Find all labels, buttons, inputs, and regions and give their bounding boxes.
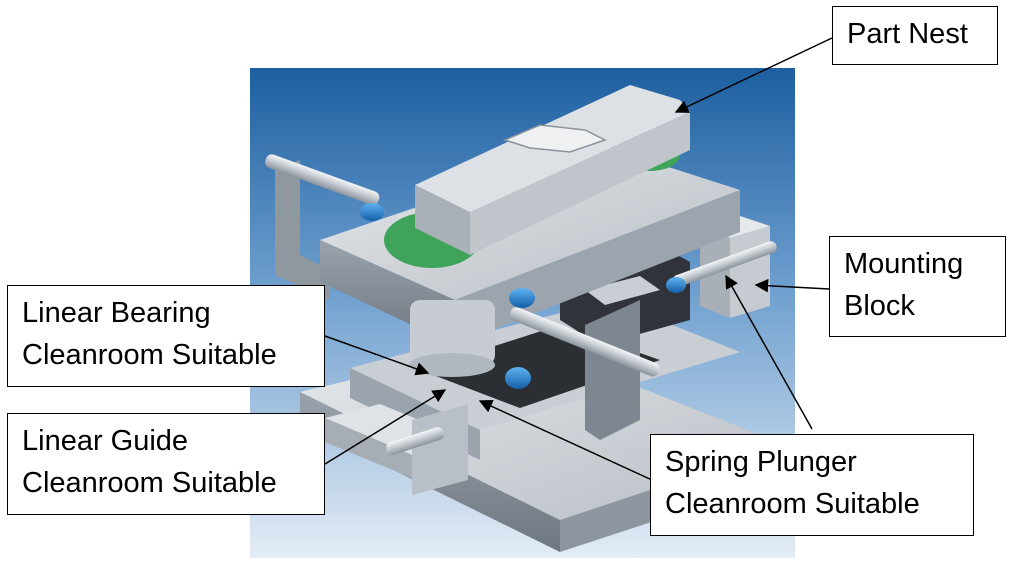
callout-spring-plunger-line-1: Spring Plunger xyxy=(665,446,857,478)
callout-mounting-block-line-1: Mounting xyxy=(844,248,964,280)
part-nest-side xyxy=(470,112,690,255)
leader-spring-plunger xyxy=(478,399,653,481)
blue-cap-left xyxy=(360,203,384,221)
part-pocket xyxy=(502,124,607,153)
carriage-detail xyxy=(585,276,660,305)
callout-part-nest: Part Nest xyxy=(832,6,998,65)
bearing-housing xyxy=(410,300,495,365)
rod-right xyxy=(672,241,777,287)
rod-front-left xyxy=(386,427,445,455)
callout-linear-guide-line-2: Cleanroom Suitable xyxy=(22,467,277,499)
callout-linear-bearing-line-1: Linear Bearing xyxy=(22,297,211,329)
left-bracket xyxy=(275,160,330,300)
callout-part-nest-line-1: Part Nest xyxy=(847,18,968,50)
part-nest-front xyxy=(415,185,470,255)
mounting-block-side xyxy=(730,226,770,318)
leader-mounting-block xyxy=(754,278,830,293)
leader-part-nest xyxy=(674,37,833,113)
callout-spring-plunger-line-2: Cleanroom Suitable xyxy=(665,488,920,520)
bearing-bottom xyxy=(409,353,495,377)
front-upright xyxy=(412,404,468,495)
callout-linear-bearing: Linear Bearing Cleanroom Suitable xyxy=(7,285,325,387)
leader-mounting-block-2 xyxy=(725,274,813,430)
right-bracket xyxy=(585,300,640,440)
callout-linear-guide-line-1: Linear Guide xyxy=(22,425,189,457)
rod-left xyxy=(265,154,380,206)
leader-linear-bearing xyxy=(324,335,430,376)
blue-cap-center xyxy=(509,288,535,308)
blue-cap-front xyxy=(505,367,531,389)
leader-linear-guide xyxy=(324,389,447,465)
callout-mounting-block: Mounting Block xyxy=(829,236,1006,337)
callout-linear-guide: Linear Guide Cleanroom Suitable xyxy=(7,413,325,515)
rod-center xyxy=(509,307,660,377)
callout-spring-plunger: Spring Plunger Cleanroom Suitable xyxy=(650,434,974,536)
callout-mounting-block-line-2: Block xyxy=(844,290,915,322)
callout-linear-bearing-line-2: Cleanroom Suitable xyxy=(22,339,277,371)
front-block-front xyxy=(325,418,412,478)
blue-cap-right xyxy=(666,277,686,293)
